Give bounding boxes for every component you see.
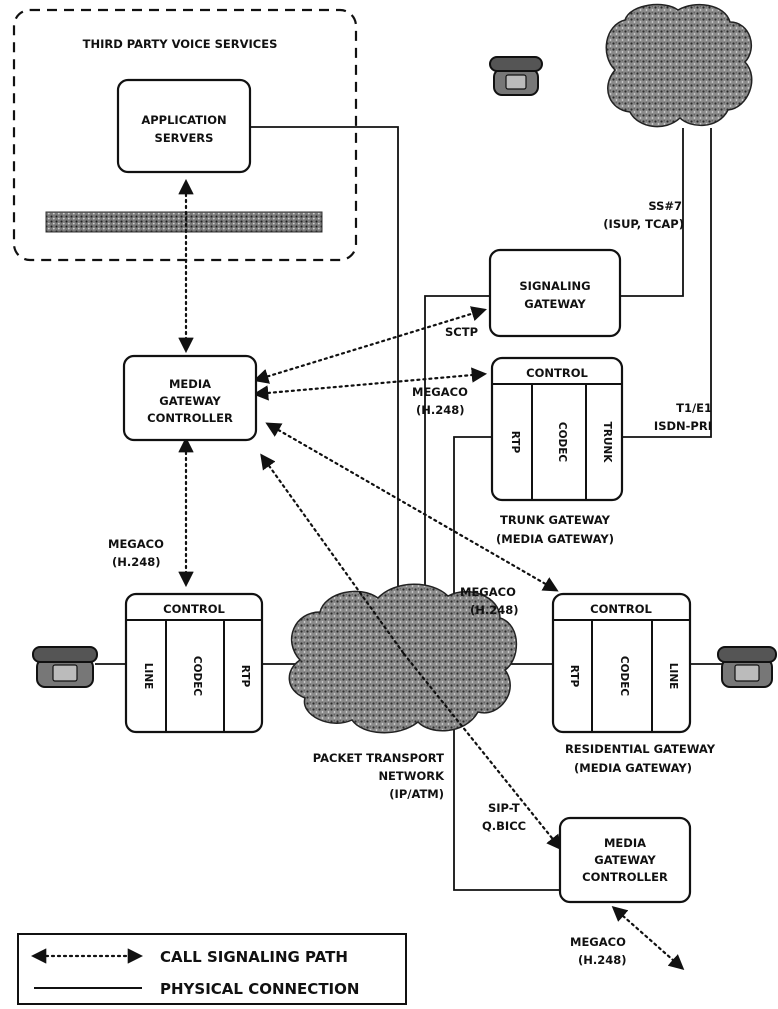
mgc-main-line-1: MEDIA <box>169 377 211 391</box>
sip-label-2: Q.BICC <box>482 819 526 833</box>
res-gw-caption-2: (MEDIA GATEWAY) <box>574 761 692 775</box>
trunk-gw-col-trunk: TRUNK <box>601 422 613 464</box>
megaco-bottom-label-2: (H.248) <box>578 953 627 967</box>
pstn-cloud <box>605 3 753 128</box>
left-gw-col-line: LINE <box>142 663 154 690</box>
ss7-line <box>620 128 684 297</box>
signaling-gw-line-1: SIGNALING <box>519 279 590 293</box>
mgc-main-line-3: CONTROLLER <box>147 411 233 425</box>
media-gateway-controller-bottom[interactable]: MEDIA GATEWAY CONTROLLER <box>558 816 692 904</box>
mgc-bottom-line-1: MEDIA <box>604 836 646 850</box>
t1-label-2: ISDN-PRI <box>654 419 712 433</box>
megaco-trunk-label-2: (H.248) <box>416 403 465 417</box>
left-media-gateway[interactable]: CONTROL LINE CODEC RTP <box>124 592 264 734</box>
legend-box <box>17 933 407 1005</box>
trunk-gateway[interactable]: CONTROL RTP CODEC TRUNK <box>490 356 624 502</box>
res-gw-caption-1: RESIDENTIAL GATEWAY <box>565 742 716 756</box>
legend-physical-label: PHYSICAL CONNECTION <box>160 980 359 998</box>
third-party-title: THIRD PARTY VOICE SERVICES <box>83 37 278 51</box>
media-gateway-controller-main[interactable]: MEDIA GATEWAY CONTROLLER <box>122 354 258 442</box>
packet-network-cloud <box>288 583 518 734</box>
api-bar <box>45 211 323 233</box>
res-gw-control-label: CONTROL <box>590 602 652 616</box>
right-phone-icon <box>717 646 777 688</box>
t1-label-1: T1/E1 <box>676 401 712 415</box>
sctp-label: SCTP <box>445 325 478 339</box>
trunk-gw-caption-1: TRUNK GATEWAY <box>500 513 611 527</box>
trunk-gw-control-label: CONTROL <box>526 366 588 380</box>
legend-signaling-label: CALL SIGNALING PATH <box>160 948 348 966</box>
third-party-voice-services-group: THIRD PARTY VOICE SERVICES APPLICATION S… <box>12 8 358 262</box>
megaco-left-label-1: MEGACO <box>108 537 164 551</box>
application-servers-box[interactable] <box>116 78 252 174</box>
megaco-trunk-label-1: MEGACO <box>412 385 468 399</box>
sig-mgc-signaling-gw <box>253 306 487 384</box>
sig-mgc-trunk-gw <box>252 367 488 401</box>
res-gw-col-rtp: RTP <box>568 665 580 688</box>
res-gw-col-line: LINE <box>667 663 679 690</box>
left-phone-icon <box>32 646 98 688</box>
mgc-bottom-line-3: CONTROLLER <box>582 870 668 884</box>
sig-network-mgc-bottom <box>402 652 562 851</box>
left-gw-control-label: CONTROL <box>163 602 225 616</box>
megaco-mid-label-1: MEGACO <box>460 585 516 599</box>
sig-mgc-network <box>260 453 406 656</box>
signaling-gw-network-line <box>424 295 490 622</box>
sip-label-1: SIP-T <box>488 801 520 815</box>
trunk-gw-caption-2: (MEDIA GATEWAY) <box>496 532 614 546</box>
megaco-bottom-label-1: MEGACO <box>570 935 626 949</box>
legend: CALL SIGNALING PATH PHYSICAL CONNECTION <box>17 933 407 1005</box>
packet-network-label-3: (IP/ATM) <box>389 787 444 801</box>
left-gw-col-rtp: RTP <box>239 665 251 688</box>
t1-line <box>622 128 712 438</box>
megaco-mid-label-2: (H.248) <box>470 603 519 617</box>
pstn-phone-icon <box>489 56 543 96</box>
mgc-bottom-line-2: GATEWAY <box>594 853 656 867</box>
packet-network-label-1: PACKET TRANSPORT <box>313 751 444 765</box>
trunk-gw-col-rtp: RTP <box>509 431 521 454</box>
residential-gateway[interactable]: CONTROL RTP CODEC LINE <box>551 592 692 734</box>
signaling-paths <box>178 178 685 971</box>
application-servers-label-1: APPLICATION <box>141 113 226 127</box>
left-gw-col-codec: CODEC <box>191 656 203 697</box>
application-servers-label-2: SERVERS <box>155 131 214 145</box>
trunk-gw-col-codec: CODEC <box>556 422 568 463</box>
packet-network-label-2: NETWORK <box>378 769 445 783</box>
signaling-gw-line-2: GATEWAY <box>524 297 586 311</box>
signaling-gateway[interactable]: SIGNALING GATEWAY <box>488 248 622 338</box>
megaco-left-label-2: (H.248) <box>112 555 161 569</box>
res-gw-col-codec: CODEC <box>618 656 630 697</box>
mgc-main-line-2: GATEWAY <box>159 394 221 408</box>
sig-mgc-residential-gw <box>265 422 559 592</box>
ss7-label-2: (ISUP, TCAP) <box>603 217 684 231</box>
ss7-label-1: SS#7 <box>648 199 682 213</box>
